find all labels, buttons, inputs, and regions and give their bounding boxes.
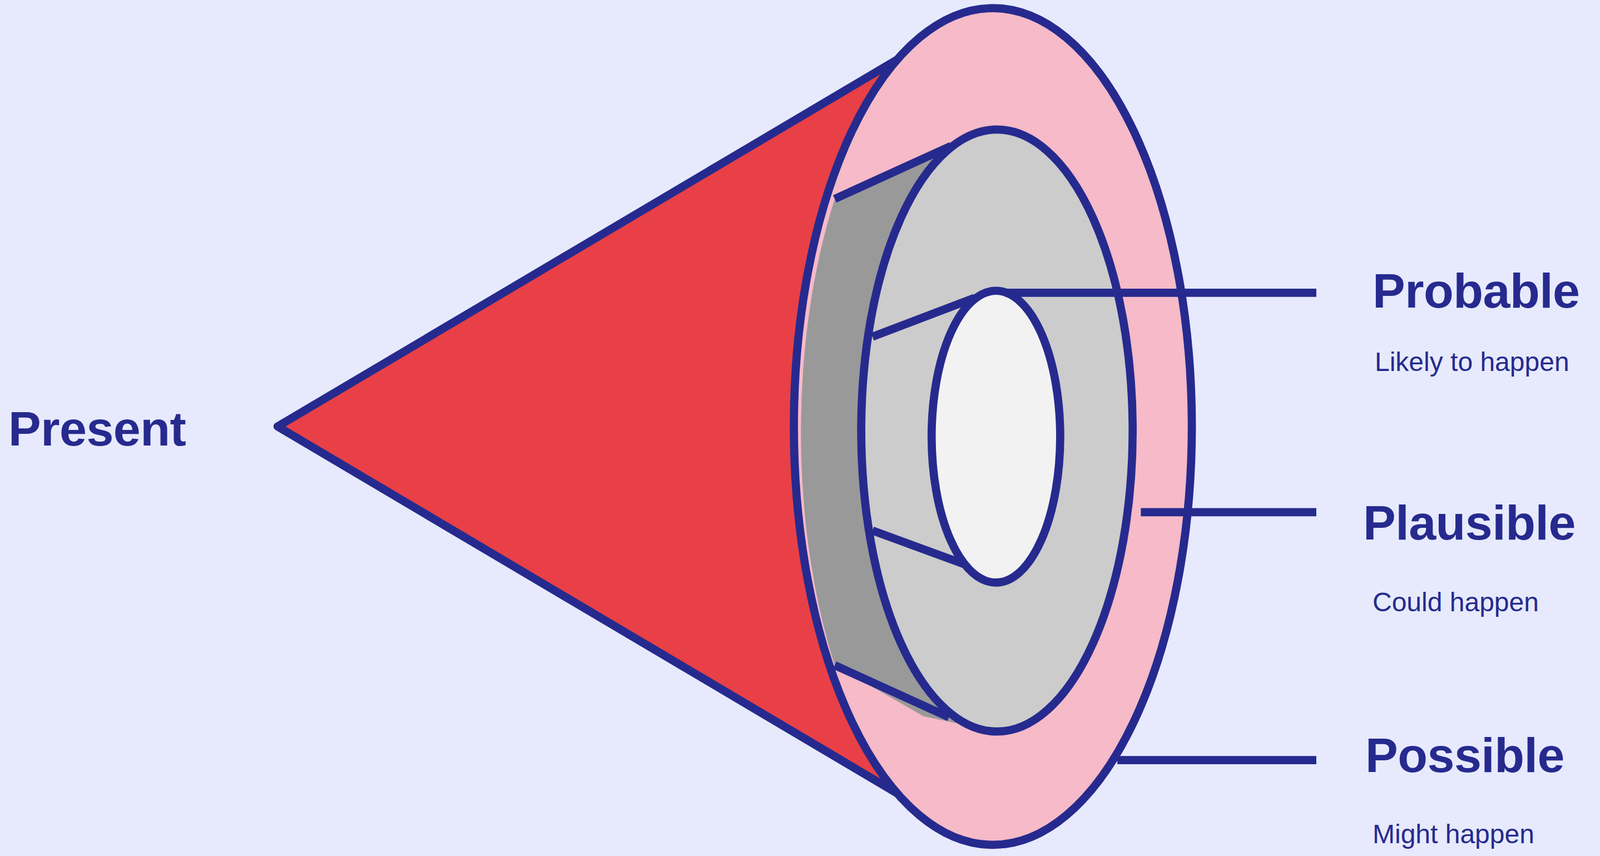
probable-ellipse (931, 290, 1060, 583)
future-label: Possible (1365, 726, 1565, 784)
plausible-ellipse (861, 129, 1133, 732)
leader-line (1004, 288, 1317, 297)
future-label: Probable (1372, 262, 1580, 319)
possible-ellipse (793, 8, 1192, 845)
present-label: Present (8, 400, 186, 457)
future-description: Could happen (1372, 586, 1539, 618)
leader-line (1140, 507, 1317, 517)
future-label: Plausible (1363, 494, 1576, 551)
future-description: Might happen (1372, 818, 1535, 850)
leader-line (1117, 755, 1317, 765)
future-description: Likely to happen (1374, 346, 1570, 378)
